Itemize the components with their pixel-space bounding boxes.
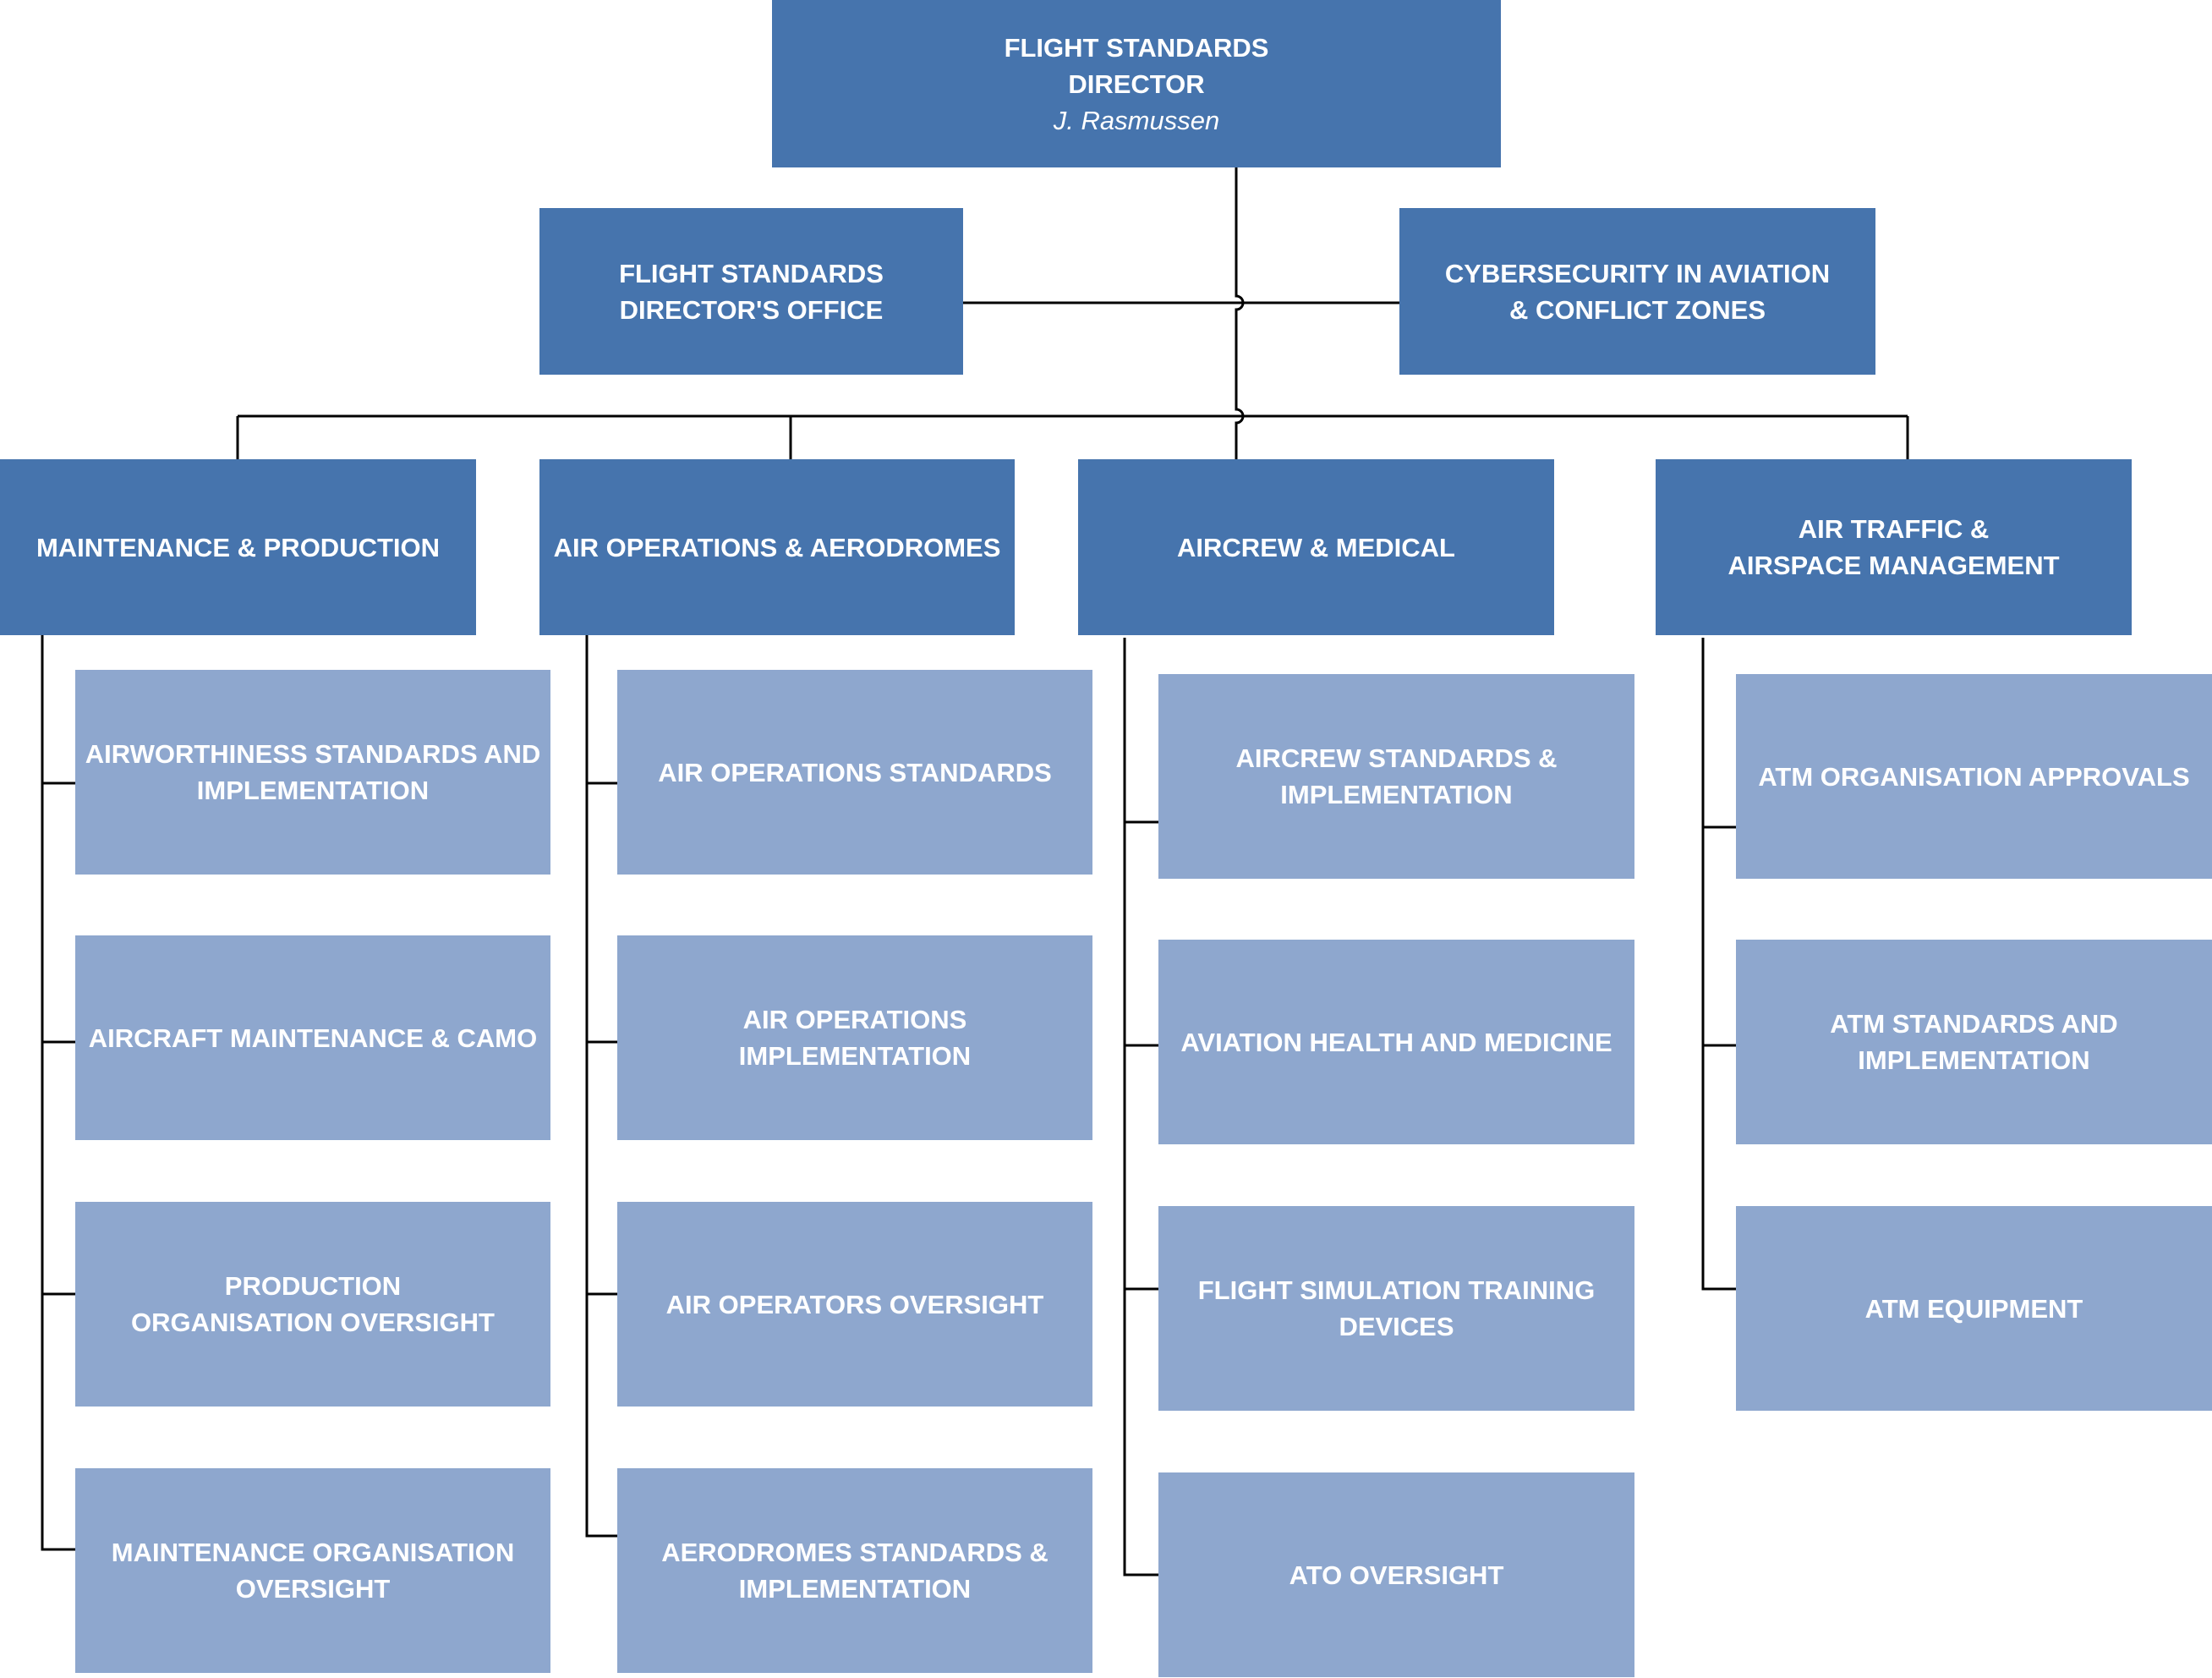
connector-ticks-maintenance	[42, 781, 75, 1296]
unit-air-operations-implementation: AIR OPERATIONS IMPLEMENTATION	[617, 935, 1092, 1140]
unit-atm-organisation-approvals: ATM ORGANISATION APPROVALS	[1736, 674, 2212, 879]
box-label-line2: IMPLEMENTATION	[1280, 780, 1513, 809]
box-label-line1: PRODUCTION	[224, 1271, 402, 1301]
department-aircrew-medical: AIRCREW & MEDICAL	[1078, 459, 1554, 635]
box-label-line1: FLIGHT SIMULATION TRAINING	[1197, 1275, 1596, 1305]
unit-ato-oversight: ATO OVERSIGHT	[1158, 1472, 1634, 1677]
unit-aerodromes-standards: AERODROMES STANDARDS & IMPLEMENTATION	[617, 1468, 1092, 1673]
department-air-operations-aerodromes: AIR OPERATIONS & AERODROMES	[539, 459, 1015, 635]
box-label-line1: AIR OPERATIONS & AERODROMES	[553, 532, 1001, 562]
connector-spine-maintenance	[41, 634, 75, 1551]
unit-atm-equipment: ATM EQUIPMENT	[1736, 1206, 2212, 1411]
department-air-traffic-airspace: AIR TRAFFIC & AIRSPACE MANAGEMENT	[1656, 459, 2132, 635]
box-label-line2: DEVICES	[1339, 1312, 1454, 1341]
box-label-line1: AIRCREW & MEDICAL	[1177, 532, 1455, 562]
director-box: FLIGHT STANDARDS DIRECTOR J. Rasmussen	[772, 0, 1501, 167]
connector-spine-atm	[1701, 638, 1736, 1291]
box-label-line2: IMPLEMENTATION	[738, 1041, 972, 1071]
box-label-line2: DIRECTOR'S OFFICE	[619, 294, 884, 325]
box-label-line1: AIRWORTHINESS STANDARDS AND	[85, 739, 541, 769]
box-label-line1: MAINTENANCE & PRODUCTION	[36, 532, 441, 562]
box-label-line1: ATO OVERSIGHT	[1289, 1560, 1504, 1590]
connector-ticks-airops	[587, 781, 617, 1296]
box-label-line1: ATM STANDARDS AND	[1830, 1009, 2118, 1039]
unit-aircrew-standards: AIRCREW STANDARDS & IMPLEMENTATION	[1158, 674, 1634, 879]
box-label-line1: AIR OPERATORS OVERSIGHT	[665, 1289, 1044, 1319]
box-label-line1: AIR OPERATIONS STANDARDS	[658, 757, 1052, 787]
connector-spine-aircrew	[1123, 638, 1158, 1577]
box-label-line2: & CONFLICT ZONES	[1508, 294, 1766, 325]
box-label-line1: AIRCRAFT MAINTENANCE & CAMO	[88, 1023, 538, 1053]
box-label-line1: ATM EQUIPMENT	[1864, 1293, 2083, 1324]
unit-aircraft-maintenance-camo: AIRCRAFT MAINTENANCE & CAMO	[75, 935, 550, 1140]
box-label-line2: AIRSPACE MANAGEMENT	[1727, 551, 2060, 580]
box-label-line1: AIR TRAFFIC &	[1798, 514, 1990, 544]
box-label-line2: IMPLEMENTATION	[196, 776, 430, 805]
box-label-line1: AERODROMES STANDARDS &	[661, 1538, 1049, 1567]
box-label-line2: ORGANISATION OVERSIGHT	[130, 1308, 495, 1337]
director-title-line1: FLIGHT STANDARDS	[1004, 32, 1269, 63]
department-maintenance-production: MAINTENANCE & PRODUCTION	[0, 459, 476, 635]
box-label-line1: AVIATION HEALTH AND MEDICINE	[1180, 1027, 1612, 1057]
director-title-line2: DIRECTOR	[1068, 69, 1205, 99]
box-label-line1: FLIGHT STANDARDS	[619, 258, 884, 288]
connector-trunk	[1235, 167, 1245, 461]
box-label-line1: MAINTENANCE ORGANISATION	[111, 1538, 515, 1567]
unit-flight-simulation-training-devices: FLIGHT SIMULATION TRAINING DEVICES	[1158, 1206, 1634, 1411]
unit-air-operators-oversight: AIR OPERATORS OVERSIGHT	[617, 1202, 1092, 1407]
cybersecurity-box: CYBERSECURITY IN AVIATION & CONFLICT ZON…	[1399, 208, 1875, 375]
box-label-line2: IMPLEMENTATION	[738, 1574, 972, 1604]
unit-air-operations-standards: AIR OPERATIONS STANDARDS	[617, 670, 1092, 875]
unit-aviation-health-medicine: AVIATION HEALTH AND MEDICINE	[1158, 940, 1634, 1144]
box-label-line1: AIRCREW STANDARDS &	[1235, 743, 1558, 773]
unit-production-organisation-oversight: PRODUCTION ORGANISATION OVERSIGHT	[75, 1202, 550, 1407]
director-name: J. Rasmussen	[1053, 105, 1220, 135]
box-label-line1: ATM ORGANISATION APPROVALS	[1758, 761, 2190, 792]
box-label-line2: IMPLEMENTATION	[1858, 1045, 2090, 1075]
connector-ticks-atm	[1703, 825, 1736, 1047]
box-label-line1: CYBERSECURITY IN AVIATION	[1444, 258, 1831, 288]
connector-spine-airops	[585, 634, 617, 1538]
connector-ticks-aircrew	[1125, 820, 1158, 1291]
unit-atm-standards-implementation: ATM STANDARDS AND IMPLEMENTATION	[1736, 940, 2212, 1144]
unit-airworthiness-standards: AIRWORTHINESS STANDARDS AND IMPLEMENTATI…	[75, 670, 550, 875]
directors-office-box: FLIGHT STANDARDS DIRECTOR'S OFFICE	[539, 208, 963, 375]
box-label-line2: OVERSIGHT	[235, 1574, 391, 1604]
box-label-line1: AIR OPERATIONS	[742, 1005, 967, 1034]
unit-maintenance-organisation-oversight: MAINTENANCE ORGANISATION OVERSIGHT	[75, 1468, 550, 1673]
